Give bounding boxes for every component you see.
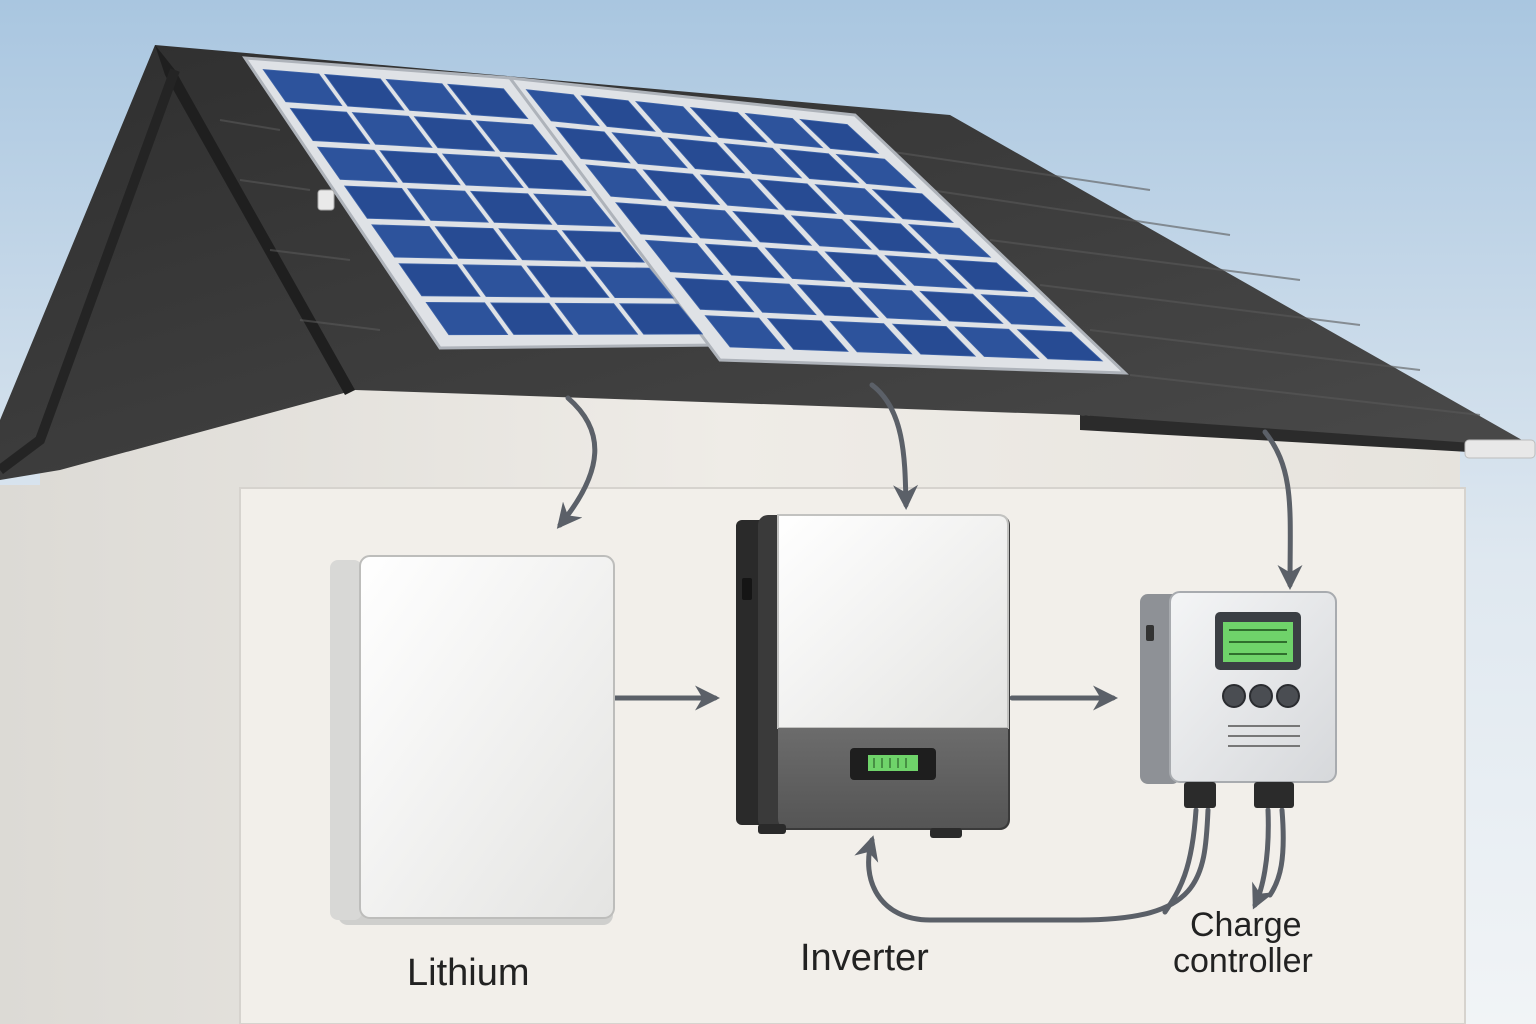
- solar-cell: [434, 226, 518, 261]
- solar-cell: [619, 303, 704, 335]
- solar-cell: [343, 185, 426, 221]
- solar-cell: [1016, 329, 1104, 362]
- solar-cell: [689, 106, 768, 143]
- solar-cell: [561, 230, 646, 263]
- solar-cell: [980, 294, 1066, 327]
- solar-cell: [884, 255, 968, 289]
- solar-cell: [799, 118, 880, 154]
- solar-cell: [555, 126, 631, 164]
- solar-cell: [262, 69, 343, 107]
- solar-cell: [757, 179, 838, 214]
- solar-cell: [891, 323, 977, 357]
- solar-cell: [644, 239, 724, 276]
- controller-button-1[interactable]: [1222, 684, 1246, 708]
- solar-cell: [289, 107, 371, 145]
- solar-cell: [642, 169, 721, 206]
- solar-cell: [824, 251, 907, 286]
- solar-panel-left-cells: [262, 69, 704, 336]
- solar-cell: [766, 318, 849, 352]
- solar-cell: [954, 326, 1040, 359]
- charge-controller-label-line2: controller: [1173, 942, 1313, 980]
- solar-cell: [790, 215, 872, 250]
- controller-button-3[interactable]: [1276, 684, 1300, 708]
- inverter-top-cover: [777, 514, 1009, 729]
- solar-cell: [385, 78, 467, 115]
- solar-cell: [379, 150, 461, 186]
- arrow-panel-to-battery: [556, 395, 598, 529]
- solar-cell: [907, 224, 992, 258]
- solar-cell: [425, 301, 509, 336]
- solar-cell: [533, 193, 616, 227]
- solar-cell: [447, 83, 529, 120]
- solar-cell: [858, 287, 942, 321]
- solar-cell: [406, 188, 490, 223]
- solar-cell: [635, 100, 712, 138]
- solar-cell: [704, 315, 786, 350]
- solar-cell: [526, 265, 610, 298]
- solar-cell: [615, 202, 693, 238]
- solar-cell: [490, 302, 574, 335]
- solar-cell: [744, 112, 824, 149]
- solar-cell: [469, 190, 553, 225]
- solar-cell: [611, 132, 689, 169]
- controller-cable-3: [1267, 807, 1286, 898]
- solar-cell: [316, 146, 398, 183]
- solar-cell: [829, 320, 913, 355]
- charge-controller-label-line1: Charge: [1190, 906, 1302, 944]
- controller-cable-1: [1162, 807, 1199, 915]
- solar-cell: [944, 259, 1029, 293]
- arrow-controller-to-inverter: [854, 807, 1211, 923]
- solar-cell: [732, 210, 813, 246]
- solar-cell: [835, 153, 917, 189]
- arrow-roof-to-controller: [1262, 429, 1303, 590]
- panel-mount-bracket: [317, 189, 335, 211]
- solar-cell: [723, 143, 803, 179]
- solar-cell: [441, 153, 524, 189]
- solar-panel-array: [242, 56, 1129, 375]
- solar-cell: [704, 243, 785, 279]
- controller-button-2[interactable]: [1249, 684, 1273, 708]
- battery-label: Lithium: [407, 952, 530, 994]
- solar-cell: [504, 157, 587, 191]
- solar-cell: [462, 264, 546, 298]
- solar-cell: [674, 277, 755, 313]
- solar-cell: [667, 137, 746, 174]
- solar-cell: [323, 73, 405, 111]
- battery-unit: [330, 555, 615, 925]
- controller-cable-2: [1252, 807, 1275, 910]
- solar-cell: [398, 263, 481, 297]
- arrow-panel-to-inverter: [869, 382, 919, 510]
- solar-cell: [590, 266, 675, 299]
- inverter-label: Inverter: [800, 937, 929, 979]
- solar-cell: [796, 284, 880, 319]
- solar-cell: [699, 174, 779, 210]
- battery-front-cover: [359, 555, 615, 919]
- solar-cell: [371, 224, 454, 259]
- wiring: [556, 382, 1303, 923]
- solar-cell: [351, 112, 433, 148]
- solar-cell: [413, 116, 496, 152]
- solar-cell: [673, 206, 753, 242]
- solar-cell: [764, 247, 846, 282]
- solar-panel-right-cells: [525, 89, 1104, 362]
- solar-cell: [919, 290, 1004, 324]
- solar-cell: [525, 89, 600, 127]
- solar-cell: [871, 189, 955, 223]
- charge-controller-unit: [1140, 591, 1337, 808]
- solar-cell: [498, 228, 582, 262]
- solar-cell: [814, 184, 896, 219]
- inverter-unit: [736, 514, 1010, 838]
- solar-cell: [849, 219, 932, 254]
- solar-cell: [475, 120, 558, 155]
- solar-cell: [554, 302, 639, 335]
- solar-cell: [735, 280, 817, 316]
- solar-cell: [585, 164, 662, 201]
- solar-cell: [580, 95, 656, 132]
- solar-cell: [779, 148, 860, 184]
